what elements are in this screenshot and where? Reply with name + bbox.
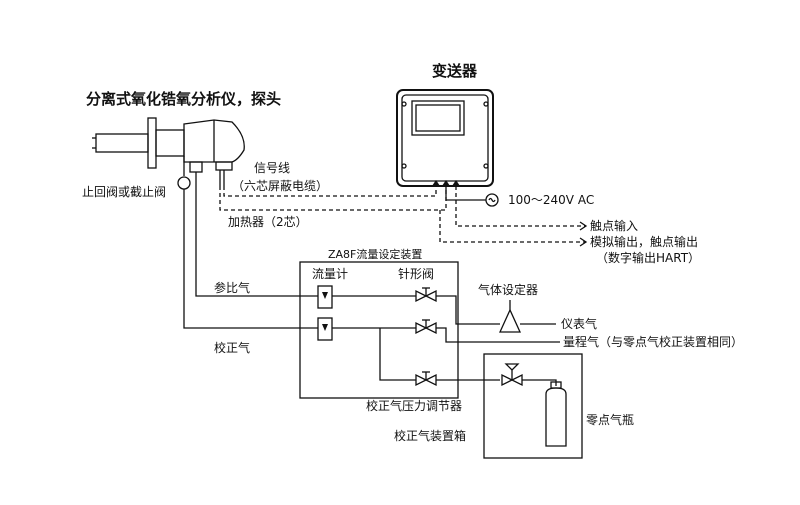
zero-gas-cylinder [545, 381, 567, 447]
zero-gas-cylinder-label: 零点气瓶 [586, 412, 634, 427]
contact-input-label: 触点输入 [590, 218, 638, 233]
contact-input-line [455, 186, 586, 227]
flowmeter-calibration [317, 317, 333, 341]
reference-gas-line [195, 182, 318, 297]
needle-valve-zero [415, 371, 437, 387]
flowmeter-label: 流量计 [312, 267, 348, 281]
analog-output-label: 模拟输出，触点输出 [590, 234, 698, 249]
needle-valve-reference [415, 287, 437, 303]
check-valve-icon [177, 176, 191, 190]
transmitter-display [415, 104, 461, 132]
needle-valve-label: 针形阀 [398, 266, 434, 281]
power-label: 100～240V AC [508, 193, 594, 207]
check-valve-label: 止回阀或截止阀 [82, 185, 166, 199]
heater-label: 加热器（2芯） [228, 215, 308, 229]
pressure-regulator [501, 363, 523, 387]
calibration-gas-line [183, 189, 318, 329]
span-gas-label: 量程气（与零点气校正装置相同） [563, 334, 743, 349]
reference-gas-label: 参比气 [214, 280, 250, 295]
probe-title: 分离式氧化锆氧分析仪，探头 [86, 90, 281, 108]
analog-output-line [439, 210, 586, 243]
cal-gas-unit-label: 校正气装置箱 [394, 428, 466, 443]
ac-source-icon [485, 193, 499, 207]
gas-setter-label: 气体设定器 [478, 282, 538, 297]
probe-assembly [92, 117, 245, 186]
flow-device-box [299, 261, 459, 399]
flowmeter-reference [317, 285, 333, 309]
instrument-air-label: 仪表气 [561, 316, 597, 331]
transmitter-box [396, 89, 494, 187]
probe-flange [147, 117, 157, 169]
cal-gas-unit-box [483, 353, 583, 459]
gas-setter [498, 300, 522, 333]
probe-tube [95, 133, 149, 153]
flow-device-title: ZA8F流量设定装置 [328, 247, 422, 261]
probe-head [183, 119, 245, 163]
shielded-cable-label: （六芯屏蔽电缆） [232, 179, 328, 193]
check-valve: 止回阀或截止阀 [82, 156, 191, 199]
calibration-gas-label: 校正气 [214, 340, 250, 355]
needle-valve-span [415, 319, 437, 335]
cal-pressure-regulator-label: 校正气压力调节器 [366, 398, 462, 413]
transmitter-title: 变送器 [432, 62, 478, 80]
signal-line-label: 信号线 [254, 161, 290, 175]
digital-output-label: （数字输出HART） [596, 250, 700, 265]
signal-line [223, 186, 437, 197]
